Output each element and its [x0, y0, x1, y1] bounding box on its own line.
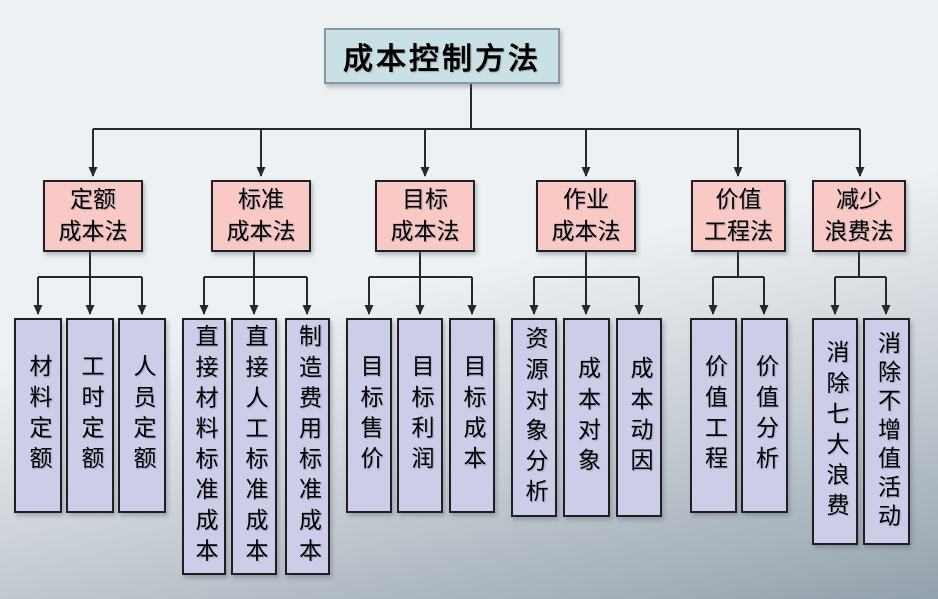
branch-label-line: 工程法 — [704, 219, 773, 244]
leaf-manufacturing-overhead-standard-cost: 制造费用标准成本 — [285, 318, 330, 575]
level-2-connectors — [33, 252, 891, 315]
leaf-direct-labor-standard-cost: 直接人工标准成本 — [231, 318, 277, 575]
branch-label-line: 浪费法 — [824, 219, 894, 244]
branch-target-cost-method: 目标 成本法 — [375, 180, 475, 252]
leaf-target-price: 目标售价 — [346, 318, 392, 513]
branch-label-line: 目标 — [402, 187, 448, 212]
leaf-material-quota: 材料定额 — [14, 318, 62, 513]
leaf-value-engineering: 价值工程 — [690, 318, 737, 513]
leaf-target-profit: 目标利润 — [397, 318, 443, 513]
branch-label-line: 定额 — [70, 187, 116, 212]
branch-label-line: 减少 — [836, 187, 882, 212]
branch-label-line: 标准 — [238, 187, 284, 212]
branch-label-line: 作业 — [563, 187, 609, 212]
node-cost-control-methods: 成本控制方法 — [324, 28, 560, 84]
level-1-connectors — [88, 84, 865, 177]
leaf-personnel-quota: 人员定额 — [118, 318, 166, 513]
leaf-target-cost: 目标成本 — [449, 318, 495, 513]
branch-label-line: 价值 — [715, 187, 762, 212]
leaf-direct-material-standard-cost: 直接材料标准成本 — [182, 318, 226, 575]
branch-label-line: 成本法 — [226, 219, 296, 244]
branch-value-engineering-method: 价值 工程法 — [691, 180, 786, 252]
leaf-resource-object-analysis: 资源对象分析 — [511, 318, 557, 517]
branch-standard-cost-method: 标准 成本法 — [211, 180, 311, 252]
leaf-labor-hour-quota: 工时定额 — [66, 318, 114, 513]
branch-quota-cost-method: 定额 成本法 — [43, 180, 143, 252]
branch-waste-reduction-method: 减少 浪费法 — [812, 180, 906, 252]
branch-label-line: 成本法 — [390, 219, 460, 244]
branch-activity-based-costing: 作业 成本法 — [536, 180, 636, 252]
branch-label-line: 成本法 — [551, 219, 621, 244]
leaf-value-analysis: 价值分析 — [741, 318, 788, 513]
leaf-cost-object: 成本对象 — [563, 318, 610, 517]
branch-label-line: 成本法 — [58, 219, 128, 244]
leaf-eliminate-non-value-added-activities: 消除不增值活动 — [863, 318, 910, 545]
leaf-cost-driver: 成本动因 — [616, 318, 662, 517]
leaf-eliminate-seven-wastes: 消除七大浪费 — [812, 318, 858, 545]
